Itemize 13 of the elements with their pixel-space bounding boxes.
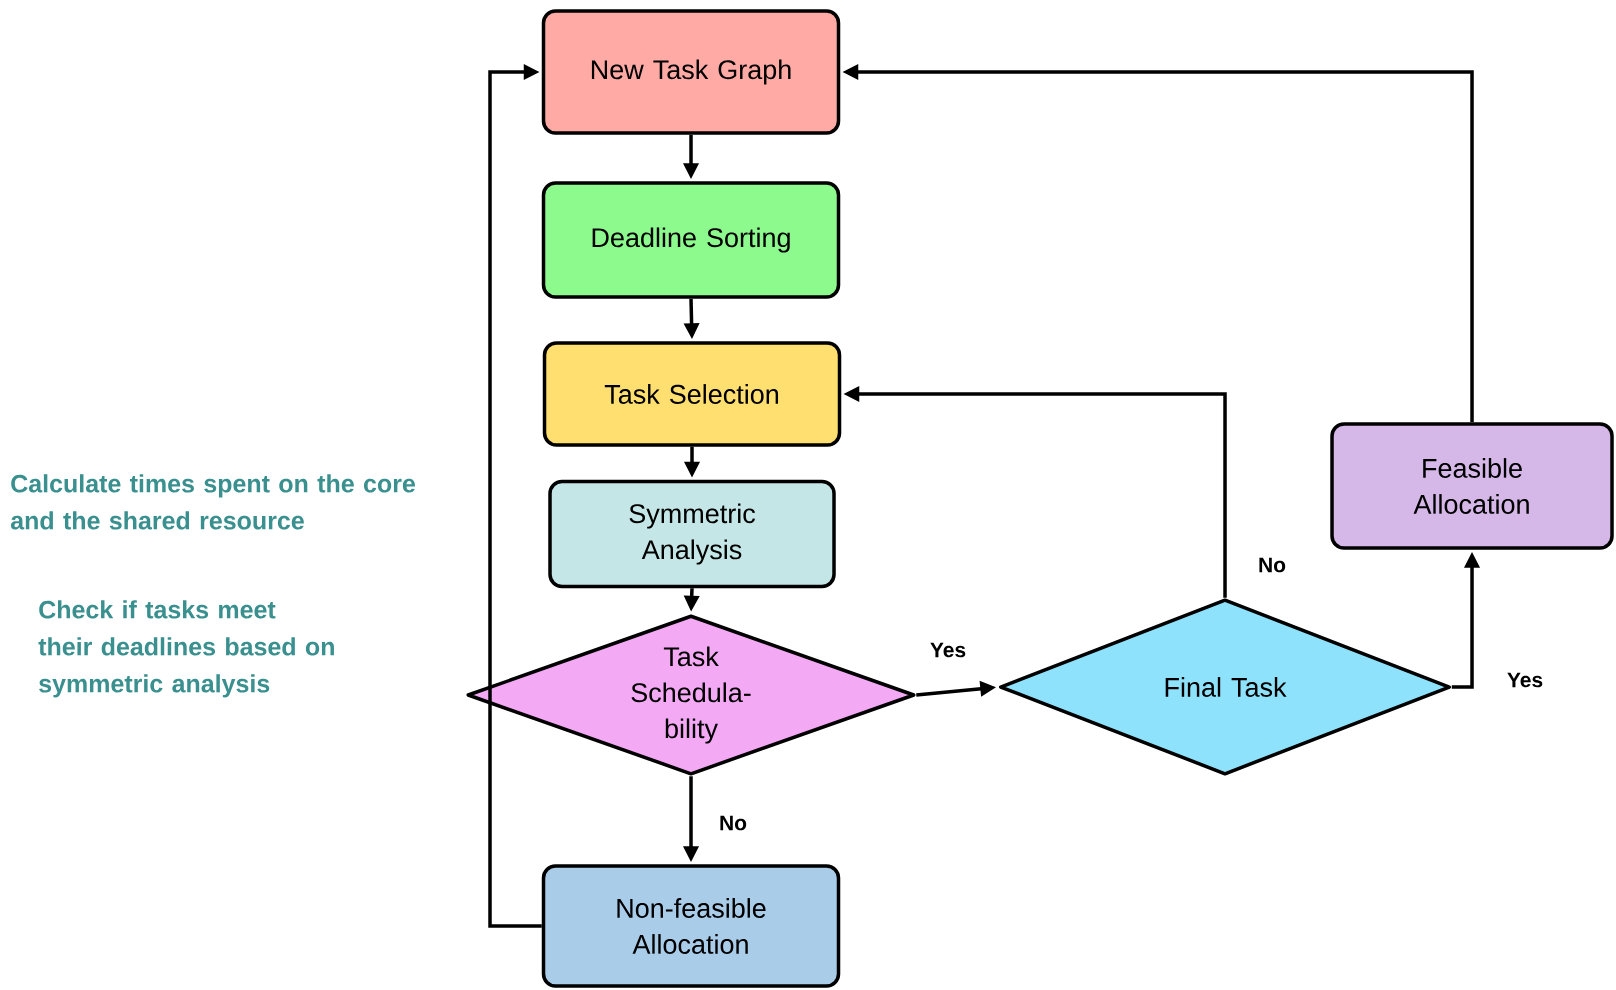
process-box: Feasible Allocation [1330, 422, 1614, 550]
process-box: Task Selection [542, 341, 842, 447]
edge-label: No [1256, 555, 1288, 575]
process-box: Deadline Sorting [541, 181, 841, 299]
process-box: Non-feasible Allocation [541, 864, 841, 988]
edge-label: No [717, 813, 749, 833]
annotation-text: Check if tasks meet their deadlines based on symmetric analysis [38, 600, 334, 698]
edge-label: Yes [927, 640, 969, 660]
process-box: Symmetric Analysis [548, 479, 836, 589]
annotation-text: Calculate times spent on the core and the shared resource [10, 474, 415, 530]
arrow [488, 63, 542, 928]
edge-label: Yes [1504, 670, 1546, 690]
process-box: New Task Graph [541, 9, 841, 135]
